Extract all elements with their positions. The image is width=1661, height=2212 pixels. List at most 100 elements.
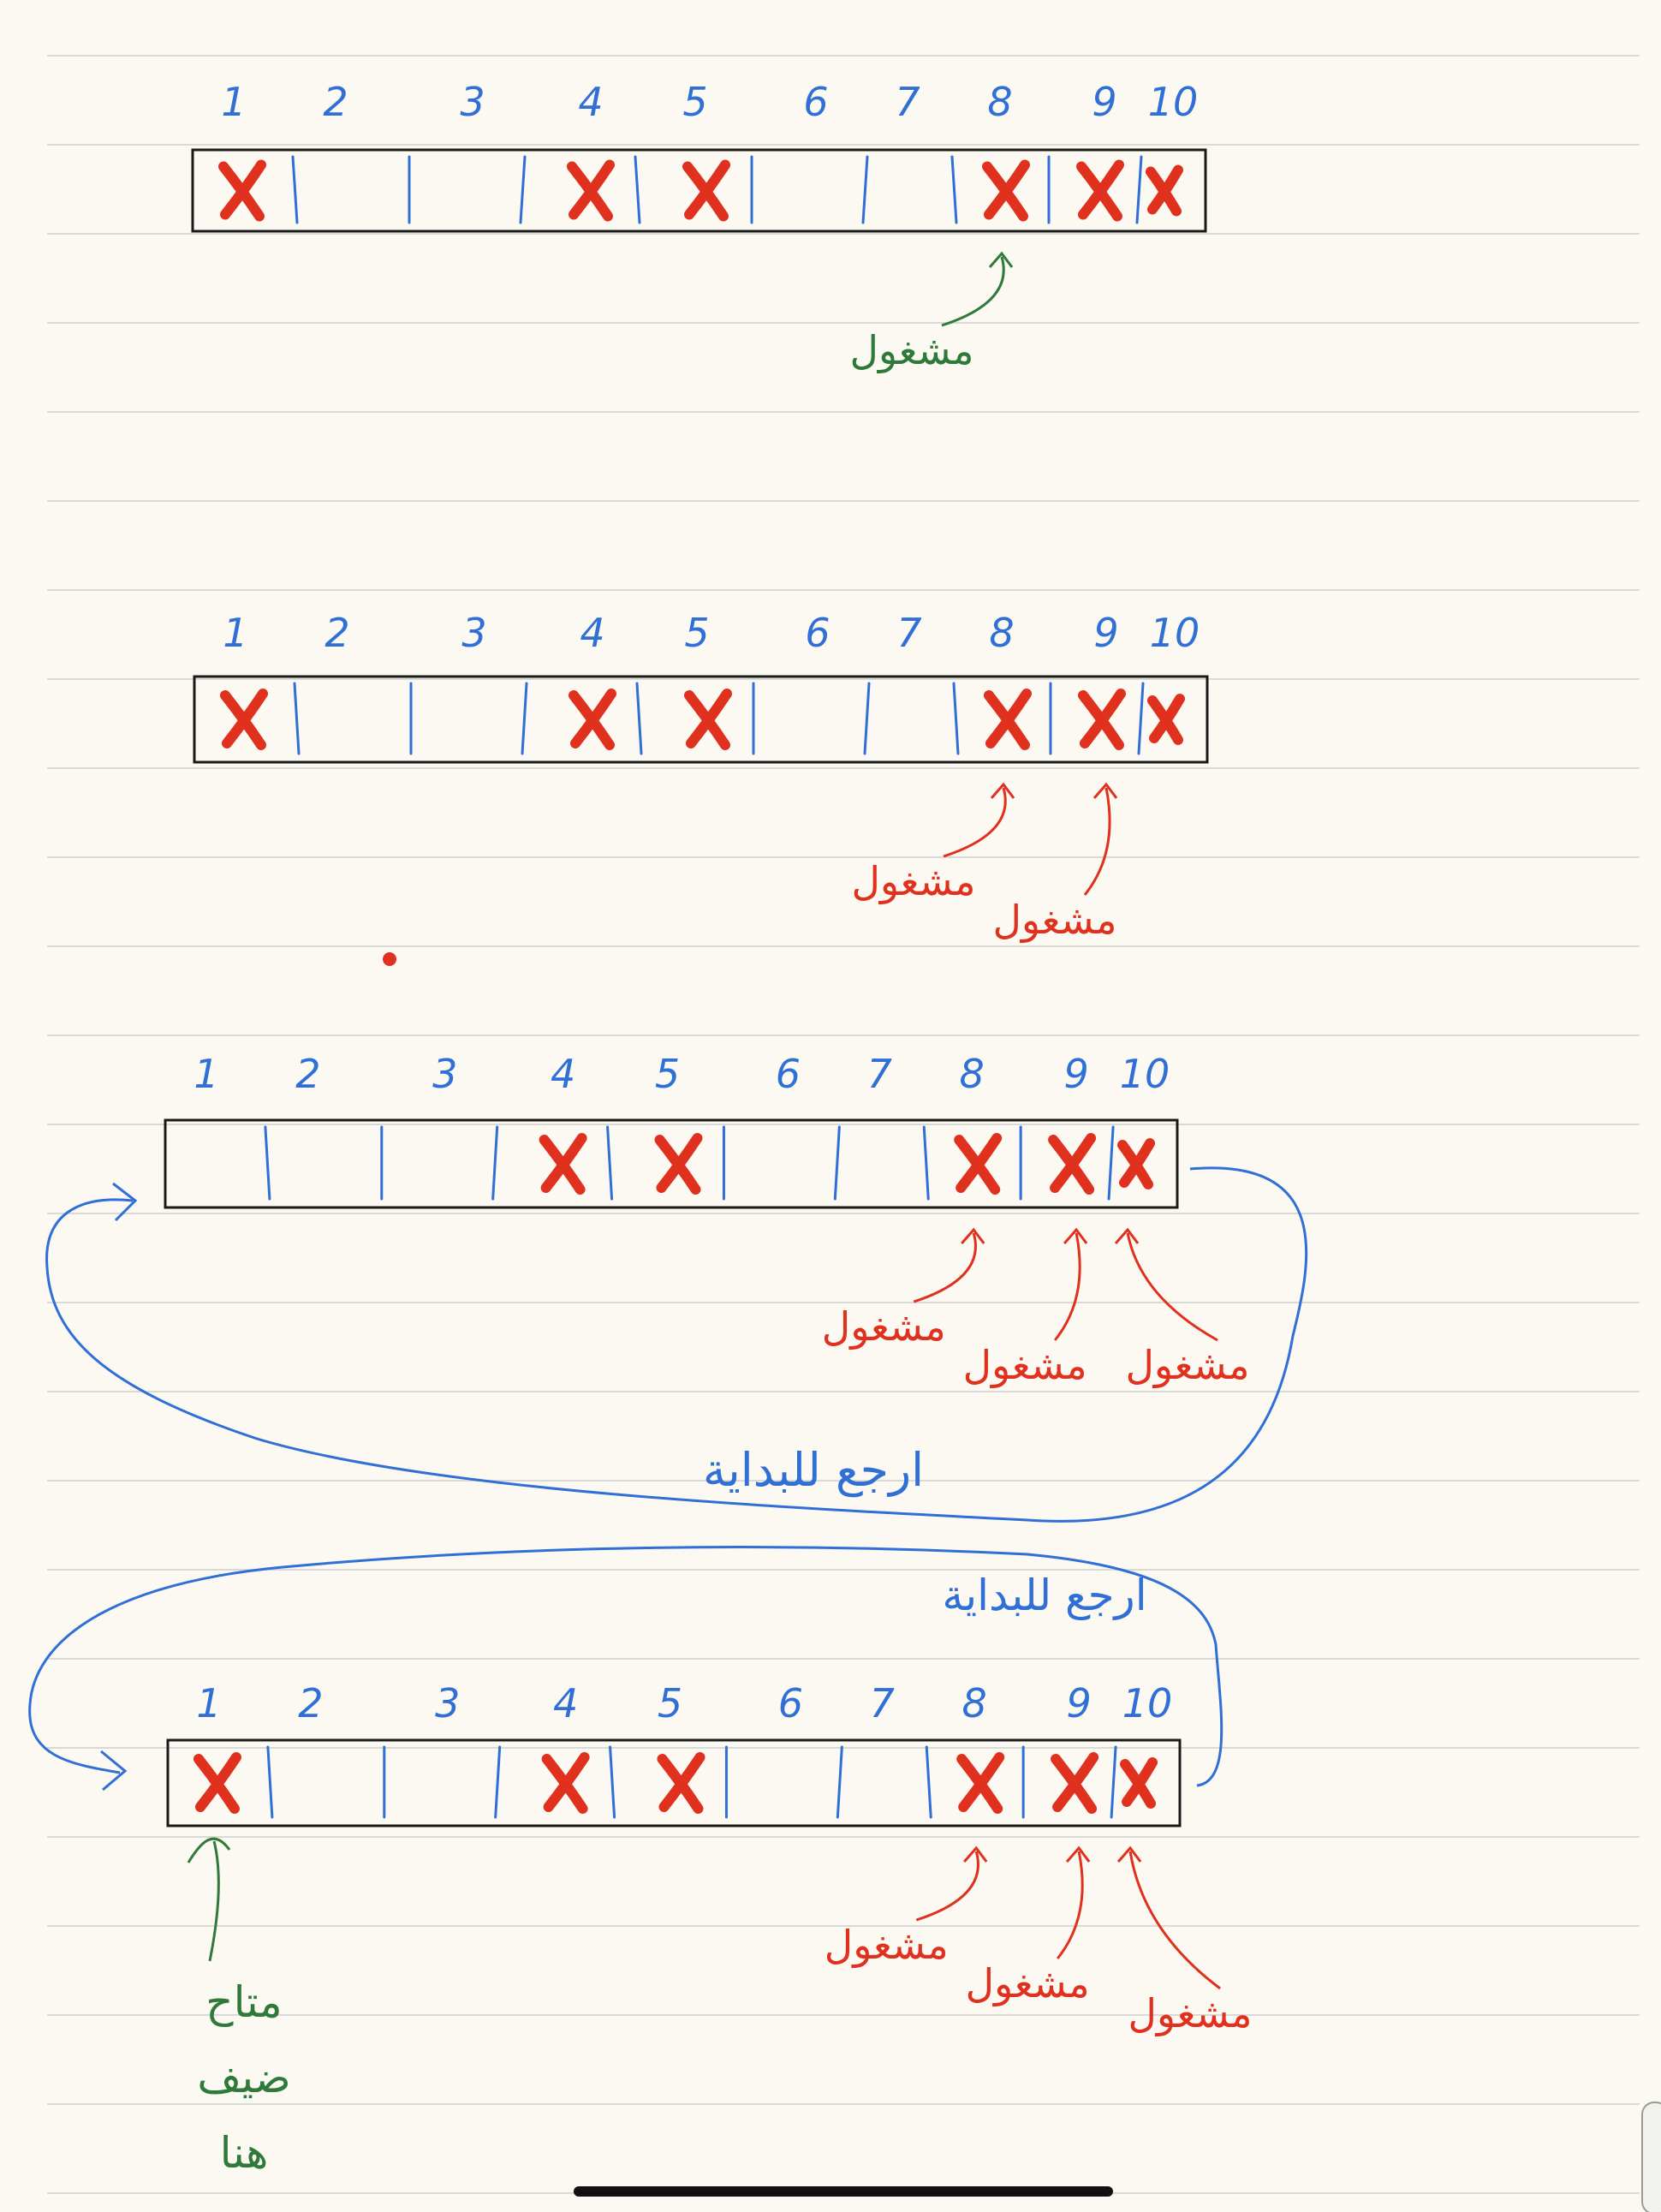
x-stroke — [1122, 1757, 1158, 1807]
slot-divider — [491, 1125, 499, 1201]
arrow-line — [913, 1232, 977, 1303]
home-indicator[interactable] — [574, 2186, 1113, 2197]
slot-divider — [1135, 155, 1143, 224]
slot-divider — [925, 1745, 932, 1819]
ruled-lines — [47, 55, 1640, 2194]
loop-note: ارجع للبداية — [703, 1443, 924, 1498]
occupied-x-mark — [220, 689, 268, 750]
x-stroke — [956, 1133, 1003, 1193]
slot-array-box — [164, 1118, 1179, 1209]
slot-number: 6 — [805, 610, 830, 656]
slot-number: 1 — [196, 1680, 221, 1726]
slot-number: 3 — [461, 610, 486, 656]
arrow-head — [1116, 1845, 1142, 1863]
slot-number: 2 — [295, 1051, 320, 1097]
slot-number: 4 — [580, 610, 604, 656]
slot-number: 5 — [655, 1051, 680, 1097]
x-stroke — [1052, 1752, 1099, 1812]
slot-divider — [519, 155, 527, 224]
slot-number: 6 — [776, 1051, 801, 1097]
x-stroke — [569, 159, 615, 220]
x-stroke — [220, 159, 266, 220]
x-stroke — [985, 689, 1032, 748]
occupied-x-mark — [1120, 1757, 1158, 1809]
slot-number: 8 — [962, 1680, 987, 1726]
occupied-x-mark — [569, 689, 616, 750]
free-note-word: هنا — [220, 2128, 269, 2178]
occupied-x-mark — [1117, 1138, 1156, 1189]
busy-annotation: مشغول — [851, 782, 1015, 905]
slot-divider — [1107, 1125, 1115, 1201]
free-arrow-line — [208, 1840, 220, 1962]
occupied-x-mark — [956, 1752, 1005, 1814]
slot-divider — [634, 155, 641, 224]
x-stroke — [222, 689, 268, 748]
x-stroke — [1119, 1138, 1156, 1188]
slot-number: 6 — [778, 1680, 803, 1726]
busy-label: مشغول — [1128, 1990, 1253, 2037]
x-stroke — [684, 159, 730, 220]
arrow-line — [1056, 1851, 1084, 1959]
slot-number: 4 — [553, 1680, 578, 1726]
x-stroke — [958, 1752, 1005, 1812]
occupied-x-mark — [682, 159, 730, 222]
x-stroke — [686, 689, 732, 748]
arrow-line — [1053, 1232, 1081, 1341]
occupied-x-mark — [539, 1133, 587, 1195]
arrow-head — [1065, 1845, 1091, 1863]
arrow-line — [915, 1851, 979, 1922]
slot-divider — [861, 155, 869, 224]
slot-number: 5 — [684, 610, 709, 656]
x-stroke — [1078, 159, 1124, 220]
occupied-x-mark — [541, 1752, 590, 1814]
slot-number: 1 — [221, 79, 246, 125]
busy-annotation: مشغول — [1114, 1227, 1250, 1389]
free-arrow-head — [187, 1837, 231, 1863]
slot-number: 2 — [324, 610, 349, 656]
occupied-x-mark — [218, 159, 266, 222]
slot-divider — [863, 682, 871, 755]
busy-annotation: مشغول — [992, 782, 1118, 944]
slot-number: 2 — [323, 79, 348, 125]
busy-label: مشغول — [822, 1303, 946, 1350]
arrow-head — [1063, 1227, 1088, 1244]
arrow-line — [941, 256, 1005, 327]
slot-number: 10 — [1150, 610, 1200, 656]
slot-number: 5 — [658, 1680, 682, 1726]
slot-number: 3 — [432, 1051, 457, 1097]
busy-label: مشغول — [963, 1342, 1087, 1389]
slot-number: 8 — [989, 610, 1014, 656]
x-stroke — [656, 1133, 703, 1193]
slot-divider — [291, 155, 299, 224]
arrow-line — [1126, 1232, 1218, 1342]
stray-dot — [383, 952, 396, 966]
slot-number: 7 — [895, 79, 920, 125]
busy-annotation: مشغول — [963, 1227, 1088, 1389]
slot-number: 6 — [803, 79, 828, 125]
free-note-word: ضيف — [197, 2053, 290, 2102]
slot-divider — [922, 1125, 930, 1201]
arrow-head — [1114, 1227, 1140, 1244]
loop-arrow-head — [100, 1750, 128, 1792]
slot-divider — [609, 1745, 616, 1819]
x-stroke — [194, 1752, 241, 1812]
occupied-x-mark — [1076, 159, 1124, 222]
slot-number: 1 — [223, 610, 247, 656]
wraparound-arrow-row-4: ارجع للبداية — [28, 1546, 1223, 1792]
slot-divider — [266, 1745, 274, 1819]
x-stroke — [570, 689, 616, 748]
loop-arrow-head — [112, 1182, 138, 1222]
slot-divider — [950, 155, 958, 224]
busy-label: مشغول — [1126, 1342, 1250, 1389]
wraparound-arrow-row-3: ارجع للبداية — [45, 1166, 1308, 1523]
x-stroke — [658, 1752, 705, 1812]
slot-number: 3 — [435, 1680, 460, 1726]
slot-divider — [293, 682, 301, 755]
arrow-head — [963, 1845, 988, 1863]
slot-number: 9 — [1063, 1051, 1088, 1097]
scroll-handle[interactable] — [1641, 2102, 1661, 2212]
